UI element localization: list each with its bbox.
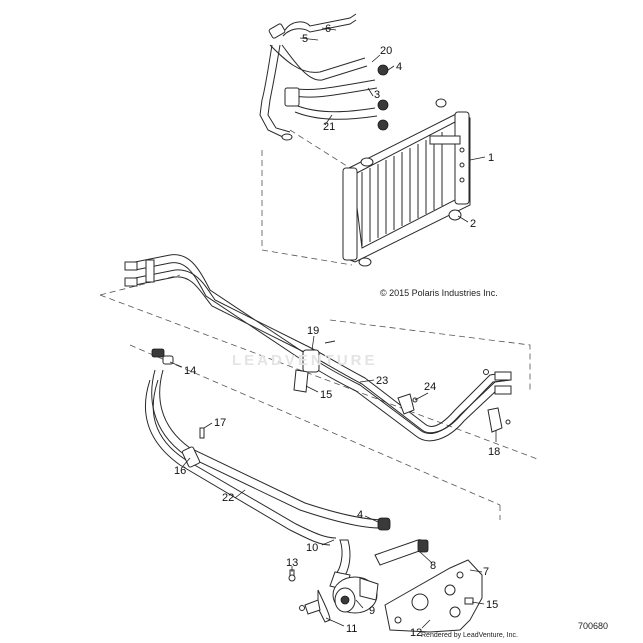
callout-22: 22 [222,492,234,504]
callout-4: 4 [396,61,402,73]
watermark: LEADVENTURE [232,352,378,369]
callout-3: 3 [374,89,380,101]
callout-2: 2 [470,218,476,230]
rendered-by-credit: Rendered by LeadVenture, Inc. [421,632,518,639]
water-pump-assembly [288,539,483,633]
callout-15: 15 [320,389,332,401]
coolant-hoses-lower [144,348,391,546]
callout-23: 23 [376,375,388,387]
callout-15b: 15 [486,599,498,611]
callout-6: 6 [325,23,331,35]
callout-17: 17 [214,417,226,429]
callout-14: 14 [184,365,196,377]
upper-hoses [259,13,389,141]
coolant-tubes-upper [124,254,512,442]
callout-13: 13 [286,557,298,569]
callout-12: 12 [410,627,422,639]
callout-1: 1 [488,152,494,164]
leader-lines [169,27,497,629]
callout-18: 18 [488,446,500,458]
callout-16: 16 [174,465,186,477]
callout-4b: 4 [357,509,363,521]
callout-11: 11 [346,623,357,635]
callout-24: 24 [424,381,436,393]
callout-5: 5 [302,33,308,45]
callout-19: 19 [307,325,319,337]
callout-numbers: 1 2 3 4 5 6 20 21 19 23 15 24 18 14 17 1… [174,23,500,639]
copyright-notice: © 2015 Polaris Industries Inc. [380,288,498,298]
callout-7: 7 [483,566,489,578]
callout-20: 20 [380,45,392,57]
callout-21: 21 [323,121,335,133]
figure-id: 700680 [578,621,609,631]
callout-9: 9 [369,605,375,617]
callout-10: 10 [306,542,318,554]
radiator [342,98,471,267]
callout-8: 8 [430,560,436,572]
assembly-guide-lines [99,129,541,520]
